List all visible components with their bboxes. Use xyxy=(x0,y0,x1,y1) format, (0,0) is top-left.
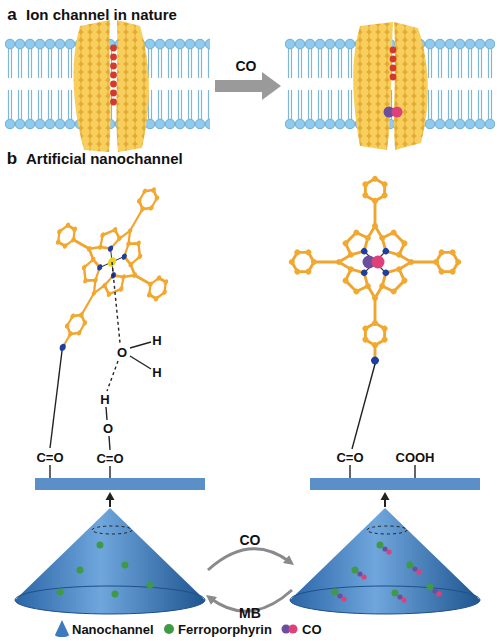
group-label: C=O xyxy=(336,451,363,464)
legend-text: CO xyxy=(302,623,322,636)
legend-text: Nanochannel xyxy=(72,623,154,636)
group-label: COOH xyxy=(396,451,435,464)
atom-label: O xyxy=(117,346,127,359)
atom-label: H xyxy=(152,366,161,379)
nanochannel-cone xyxy=(290,508,480,614)
reagent-label: CO xyxy=(240,533,261,547)
atom-label: O xyxy=(103,422,113,435)
channel-wall xyxy=(35,478,205,490)
ferroporphyrin-molecule xyxy=(279,175,470,366)
atom-label: H xyxy=(152,334,161,347)
reagent-label: CO xyxy=(236,59,257,73)
reaction-arrow xyxy=(215,72,281,100)
atom-label: H xyxy=(100,393,109,406)
legend-text: Ferroporphyrin xyxy=(178,623,272,636)
panel-title: Ion channel in nature xyxy=(26,7,177,22)
co-ligand xyxy=(363,256,385,269)
zoom-arrow xyxy=(106,492,390,507)
legend-cone-icon xyxy=(55,620,69,637)
cycle-arrow xyxy=(208,549,292,611)
ion-channel-open xyxy=(74,20,149,152)
group-label: C=O xyxy=(36,451,63,464)
panel-letter: b xyxy=(7,150,17,167)
bond-lines xyxy=(50,262,415,478)
channel-wall xyxy=(310,478,480,490)
ferroporphyrin-molecule xyxy=(0,152,216,387)
panel-letter: a xyxy=(7,6,16,23)
panel-title: Artificial nanochannel xyxy=(26,151,183,166)
reagent-label: MB xyxy=(239,606,261,620)
group-label: C=O xyxy=(96,452,123,465)
legend-co-icon xyxy=(282,625,298,634)
ion-channel-closed xyxy=(353,22,428,150)
nanochannel-cone xyxy=(15,508,205,614)
legend-swatch xyxy=(164,624,174,634)
